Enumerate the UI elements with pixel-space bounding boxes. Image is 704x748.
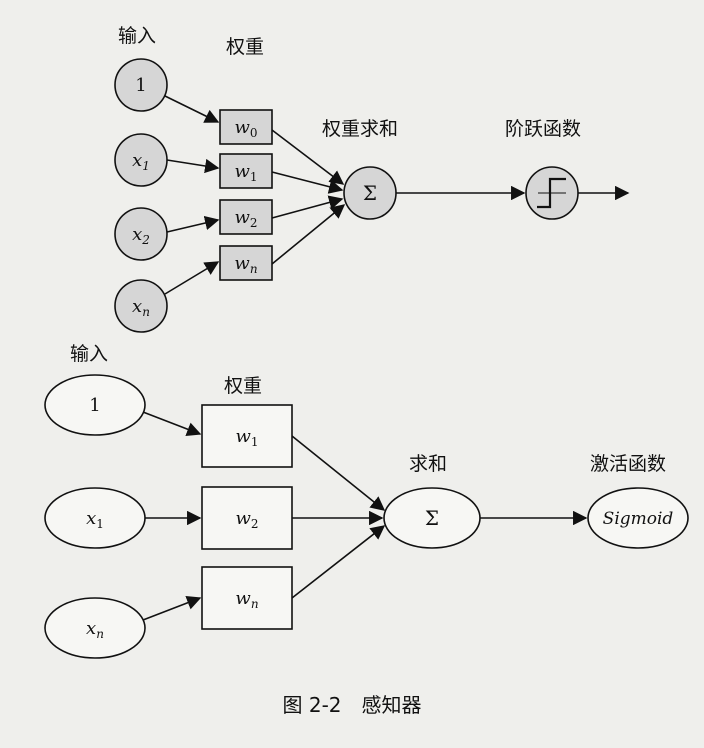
bottom-perceptron: 输入 权重 求和 激活函数 1 x1 xn w1 w2: [44, 343, 689, 659]
top-input-label: 输入: [118, 25, 156, 47]
top-input-node: x2: [114, 207, 168, 261]
top-perceptron: 输入 权重 权重求和 阶跃函数 1 x1 x2 xn w0: [114, 25, 630, 333]
top-weight-arrow: [271, 171, 344, 194]
bottom-activation-text: Sigmoid: [603, 509, 674, 529]
top-input-node: x1: [114, 133, 168, 187]
top-sum-label: 权重求和: [322, 118, 398, 140]
top-weight-label: 权重: [226, 36, 264, 58]
top-weight-arrow: [271, 195, 344, 219]
bottom-sum-node: Σ: [383, 487, 481, 549]
bottom-activation-label: 激活函数: [590, 453, 666, 475]
top-input-arrow: [166, 215, 220, 233]
bottom-sum-label: 求和: [409, 453, 447, 475]
bottom-input-text: 1: [89, 395, 100, 416]
bottom-input-arrow: [142, 411, 202, 437]
bottom-weight-arrow: [291, 435, 386, 511]
bottom-weight-box: wn: [201, 566, 293, 630]
top-input-node: xn: [114, 279, 168, 333]
top-step-node: [525, 166, 579, 220]
top-input-arrow: [164, 95, 220, 123]
top-sum-symbol: Σ: [363, 181, 377, 205]
figure-caption: 图 2-2 感知器: [282, 693, 421, 717]
bottom-activation-node: Sigmoid: [587, 487, 689, 549]
top-weight-box: w0: [219, 109, 273, 145]
bottom-weight-arrow: [291, 525, 386, 599]
bottom-input-node: xn: [44, 597, 146, 659]
top-weight-box: wn: [219, 245, 273, 281]
top-sum-node: Σ: [343, 166, 397, 220]
top-weight-box: w1: [219, 153, 273, 189]
bottom-weight-label: 权重: [224, 375, 262, 397]
top-step-label: 阶跃函数: [505, 118, 581, 140]
top-weight-arrow: [271, 204, 346, 265]
bottom-weight-box: w2: [201, 486, 293, 550]
bottom-input-node: 1: [44, 374, 146, 436]
top-input-arrow: [164, 261, 220, 295]
top-input-node: 1: [114, 58, 168, 112]
top-weight-arrow: [271, 129, 345, 185]
top-input-arrow: [166, 158, 220, 174]
bottom-weight-box: w1: [201, 404, 293, 468]
bottom-sum-symbol: Σ: [425, 506, 439, 530]
bottom-input-node: x1: [44, 487, 146, 549]
top-input-text: 1: [135, 75, 146, 96]
bottom-input-label: 输入: [70, 343, 108, 365]
bottom-input-arrow: [142, 595, 202, 621]
top-weight-box: w2: [219, 199, 273, 235]
